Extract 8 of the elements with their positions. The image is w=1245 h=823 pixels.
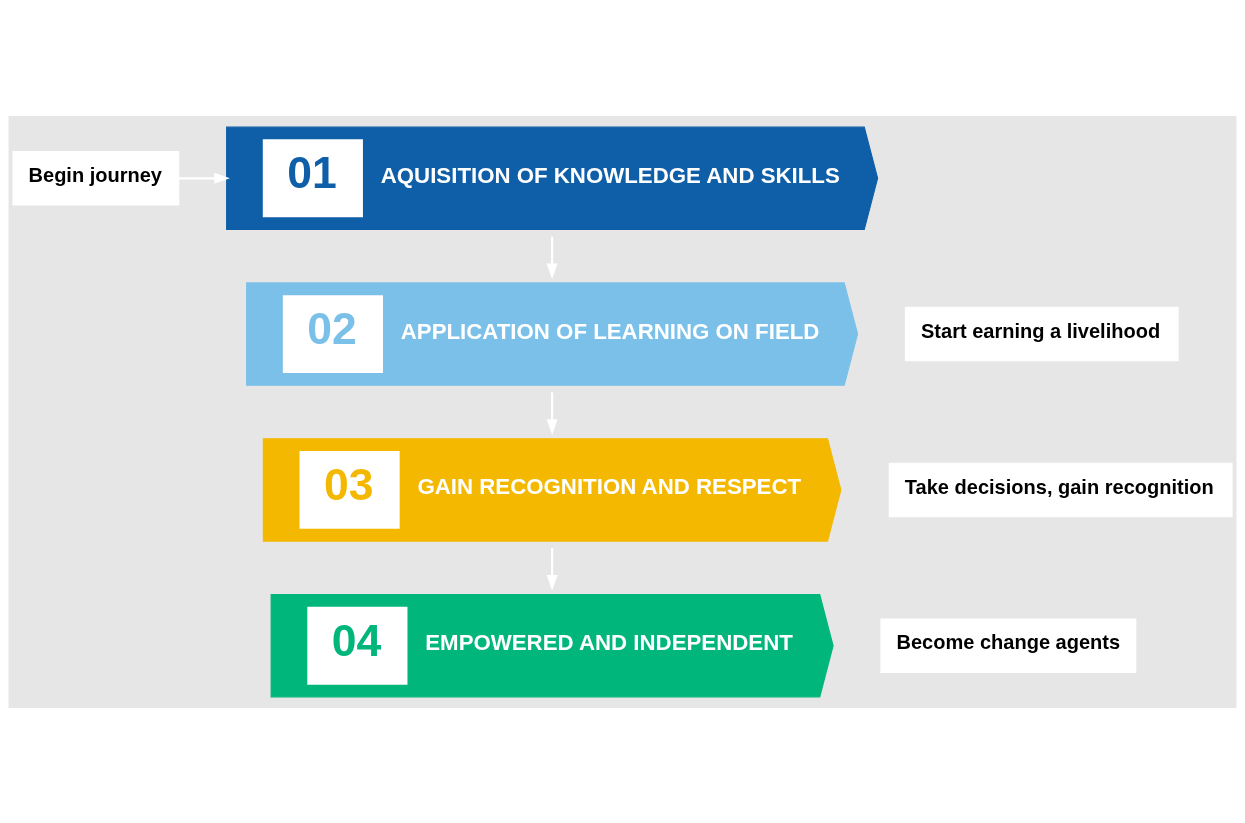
node-box: Start earning a livelihood <box>904 306 1179 361</box>
node-box: Become change agents <box>880 617 1137 673</box>
arrow <box>546 236 558 279</box>
node-box: Take decisions, gain recognition <box>888 462 1233 517</box>
arrow <box>546 547 558 591</box>
arrow <box>546 391 558 435</box>
node-box: Begin journey <box>12 150 180 206</box>
arrow <box>179 172 230 184</box>
